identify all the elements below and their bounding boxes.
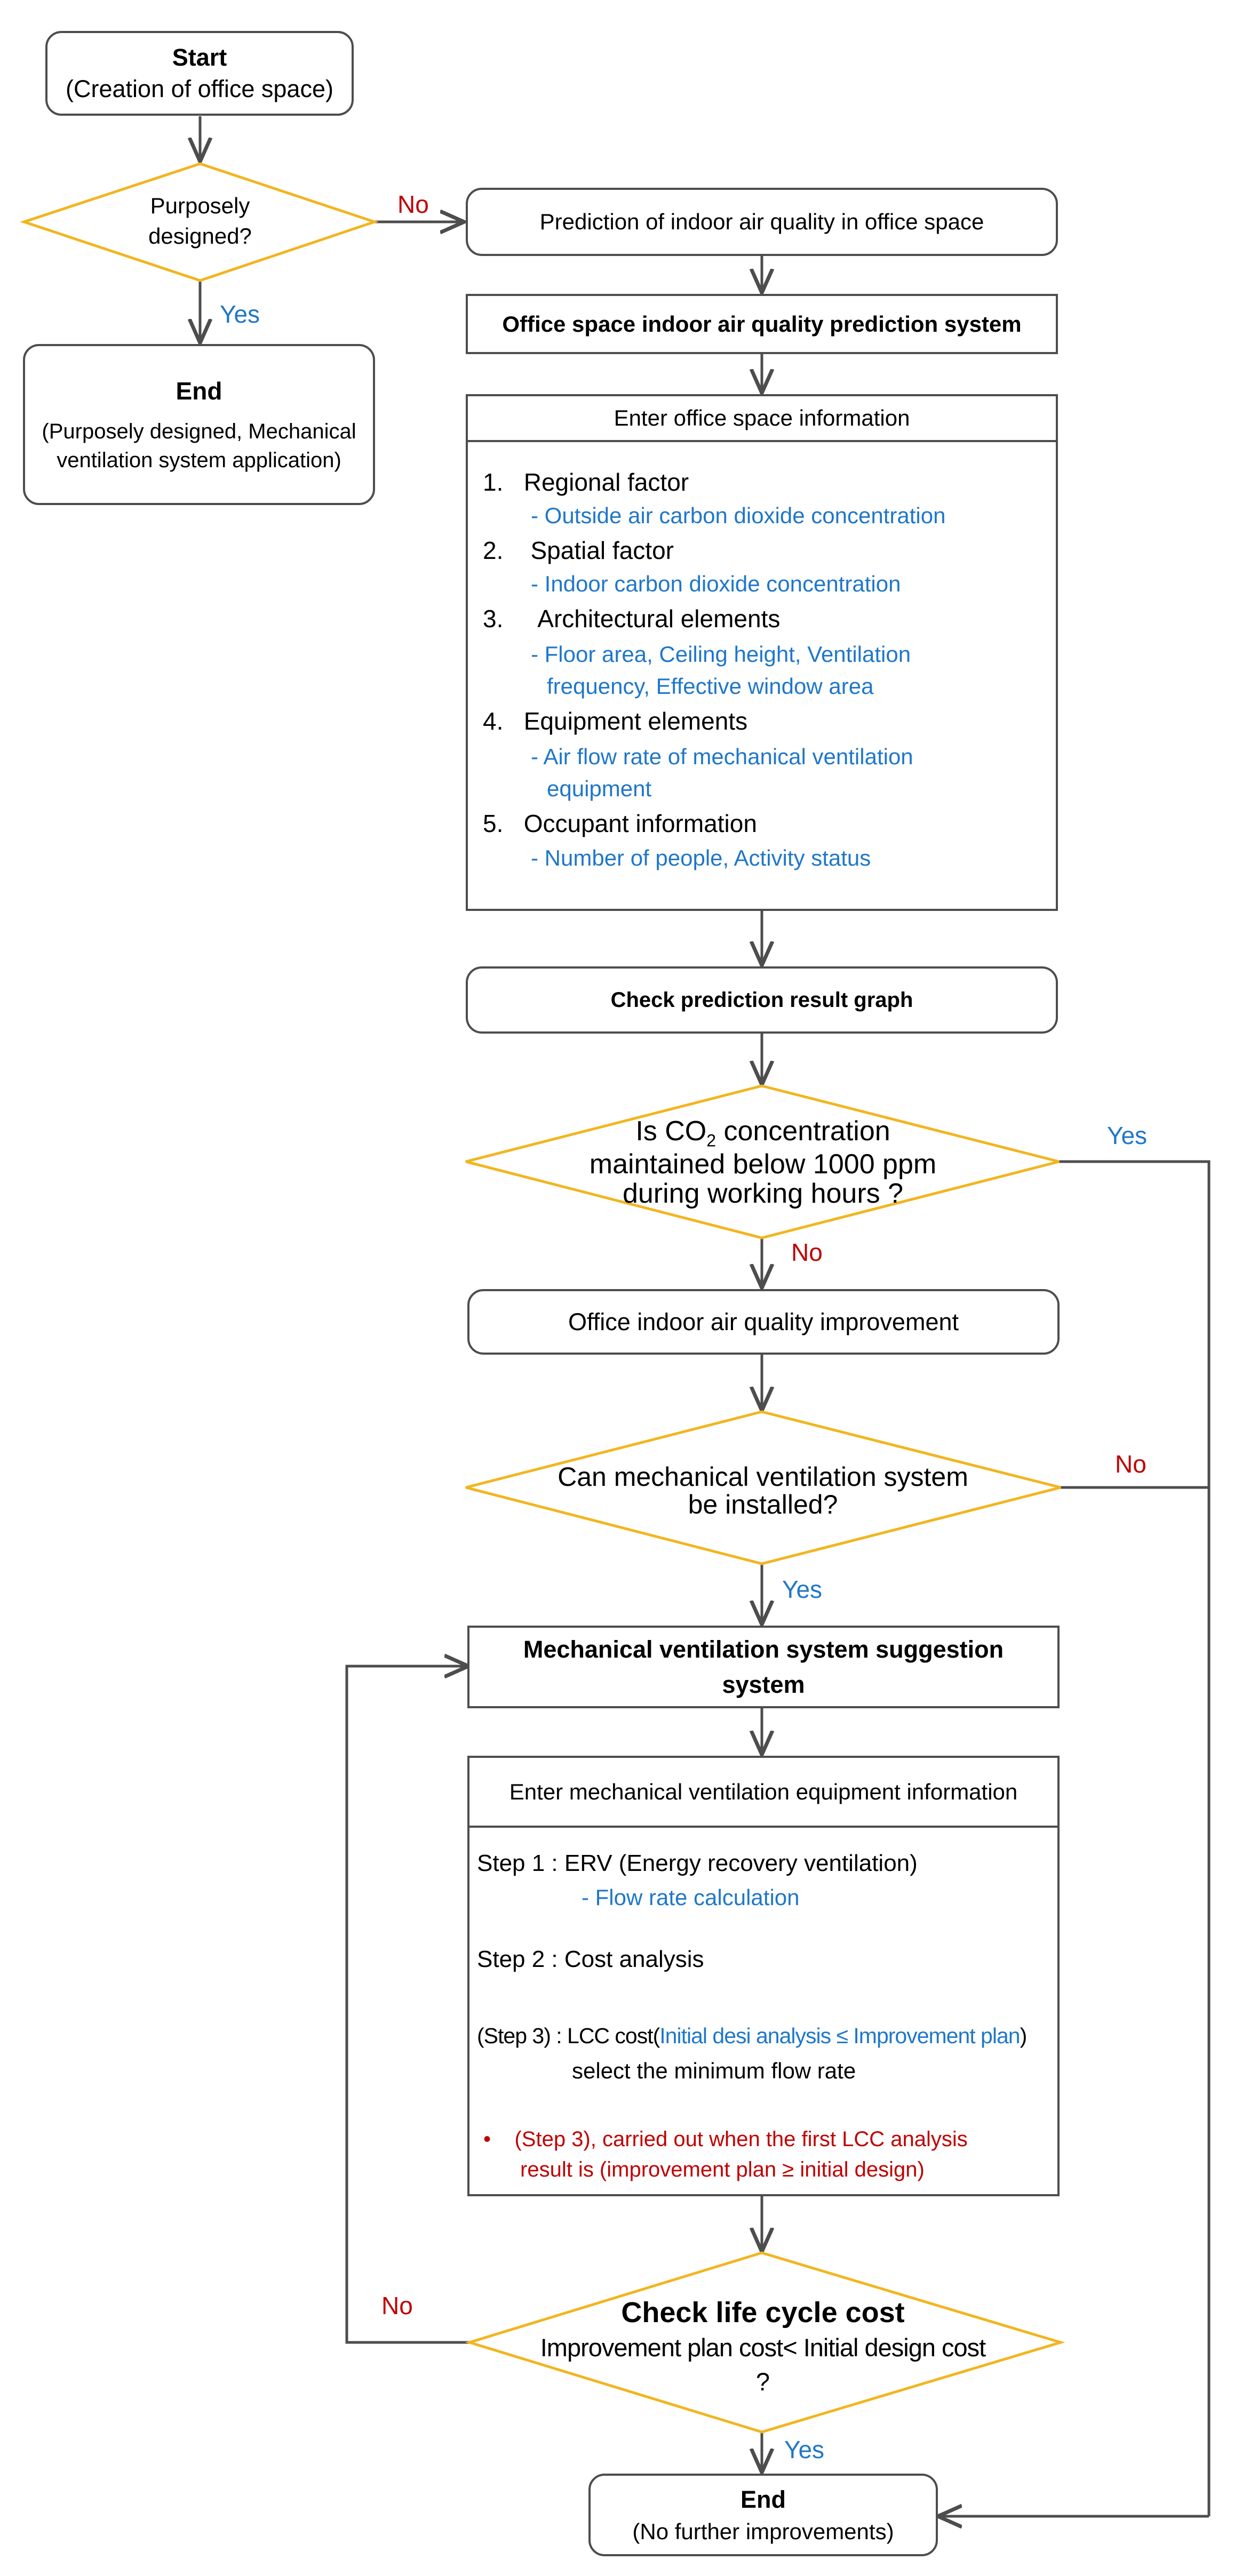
note-line1: • (Step 3), carried out when the first L… [483,2127,968,2151]
office-info-header: Enter office space information [468,396,1056,442]
line-co2-yes [1059,1160,1211,2516]
step2: Step 2 : Cost analysis [477,1946,704,1972]
end-bottom-box: End (No further improvements) [588,2474,938,2556]
step1: Step 1 : ERV (Energy recovery ventilatio… [477,1850,918,1876]
co2-line2: maintained below 1000 ppm [589,1149,937,1180]
note-line2: result is (improvement plan ≥ initial de… [520,2158,925,2181]
suggestion-box: Mechanical ventilation system suggestion… [467,1626,1060,1708]
office-item-4-title: 4. Equipment elements [483,707,748,735]
start-title: Start [172,44,227,71]
mech-install-line1: Can mechanical ventilation system [558,1461,968,1492]
office-item-2-title: 2. Spatial factor [483,537,674,564]
lcc-line2: Improvement plan cost< Initial design co… [540,2333,986,2362]
end-bottom-title: End [741,2485,786,2513]
mech-info-box: Enter mechanical ventilation equipment i… [467,1756,1060,2196]
end-top-line1: (Purposely designed, Mechanical [42,420,356,444]
purposely-question: Purposely designed? [107,187,293,256]
purposely-yes-label: Yes [220,300,260,328]
diamond-lcc [465,2251,1065,2434]
diamond-co2 [465,1084,1060,1239]
co2-line3: during working hours ? [622,1178,904,1209]
suggestion-line1: Mechanical ventilation system suggestion [523,1636,1004,1663]
office-item-1-detail: - Outside air carbon dioxide concentrati… [531,503,946,528]
end-top-line2: ventilation system application) [57,449,341,473]
office-item-2-detail: - Indoor carbon dioxide concentration [531,571,901,596]
prediction-system-label: Office space indoor air quality predicti… [502,311,1022,337]
prediction-system-box: Office space indoor air quality predicti… [466,294,1058,354]
check-graph-box: Check prediction result graph [466,966,1058,1034]
mech-install-yes-label: Yes [782,1575,823,1603]
office-item-4-detail-2: equipment [547,776,652,801]
step1-detail: - Flow rate calculation [582,1885,800,1910]
office-info-box: Enter office space information 1. Region… [466,394,1058,911]
start-box: Start (Creation of office space) [45,31,354,116]
purposely-line2: designed? [148,223,252,249]
suggestion-line2: system [722,1670,805,1698]
lcc-line3: ? [755,2367,770,2396]
office-item-5-detail: - Number of people, Activity status [531,845,871,870]
purposely-line1: Purposely [150,193,250,219]
purposely-no-label: No [397,190,429,218]
mech-install-no-label: No [1115,1450,1147,1478]
office-item-3-title: 3. Architectural elements [483,605,781,633]
improvement-label: Office indoor air quality improvement [568,1308,959,1335]
mech-info-header: Enter mechanical ventilation equipment i… [469,1758,1057,1828]
prediction-box: Prediction of indoor air quality in offi… [466,188,1058,256]
check-graph-label: Check prediction result graph [610,988,913,1012]
lcc-yes-label: Yes [784,2436,825,2463]
office-item-3-detail-1: - Floor area, Ceiling height, Ventilatio… [531,642,911,667]
office-item-5-title: 5. Occupant information [483,810,757,837]
co2-line1: Is CO2 concentration [635,1116,890,1150]
diamond-mech-install [465,1410,1061,1565]
lcc-question: Check life cycle cost Improvement plan c… [501,2288,1024,2405]
co2-no-label: No [791,1238,823,1266]
improvement-box: Office indoor air quality improvement [467,1289,1060,1355]
office-info-header-label: Enter office space information [614,405,910,430]
end-top-title: End [176,377,222,405]
mech-install-question: Can mechanical ventilation system be ins… [523,1459,1003,1523]
office-item-3-detail-2: frequency, Effective window area [547,674,874,699]
prediction-label: Prediction of indoor air quality in offi… [539,209,984,234]
mech-install-line2: be installed? [688,1490,838,1519]
start-subtitle: (Creation of office space) [66,75,333,102]
mech-info-header-label: Enter mechanical ventilation equipment i… [509,1779,1018,1804]
end-top-box: End (Purposely designed, Mechanical vent… [23,344,375,505]
co2-question: Is CO2 concentration maintained below 10… [555,1109,971,1216]
diamond-purposely [20,162,379,282]
arrow-lcc-no-loop [345,1666,469,2344]
step3: (Step 3) : LCC cost(Initial desi analysi… [477,2023,1027,2048]
end-bottom-subtitle: (No further improvements) [632,2518,894,2544]
lcc-title: Check life cycle cost [621,2297,905,2329]
office-item-1-title: 1. Regional factor [483,468,689,496]
co2-yes-label: Yes [1107,1122,1148,1149]
lcc-no-label: No [381,2292,413,2319]
office-item-4-detail-1: - Air flow rate of mechanical ventilatio… [531,744,913,769]
step3-line2: select the minimum flow rate [572,2058,856,2083]
